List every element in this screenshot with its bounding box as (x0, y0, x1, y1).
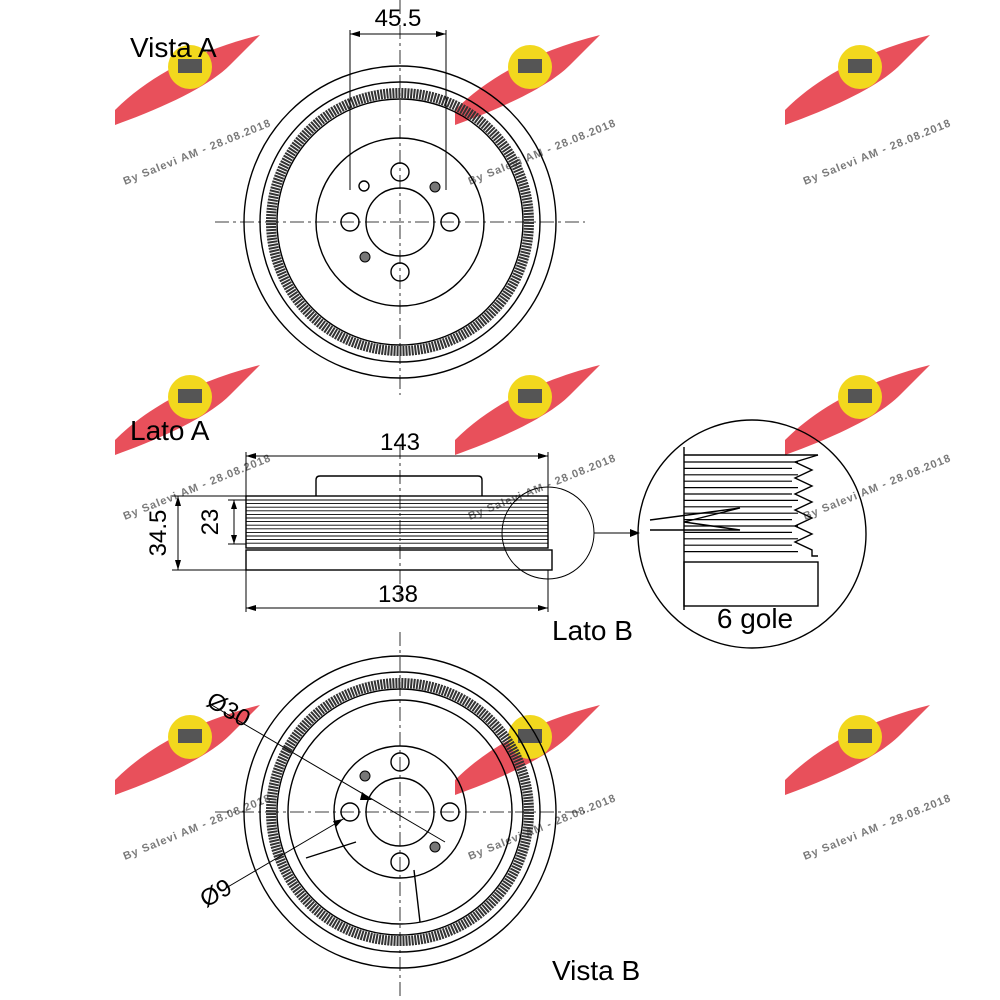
watermark-text: By Salevi AM - 28.08.2018 (802, 117, 953, 188)
watermark-logo (115, 35, 260, 125)
outer-width-dimension: 143 (380, 429, 420, 456)
belt-ribs (246, 499, 548, 544)
watermark-logo (785, 35, 930, 125)
total-height-dimension: 34.5 (145, 510, 172, 557)
groove-height-dimension: 23 (197, 509, 224, 536)
lato-b-label: Lato B (552, 615, 633, 646)
watermark-logo (455, 365, 600, 455)
groove-detail-view: 6 gole (637, 419, 867, 649)
watermark-text: By Salevi AM - 28.08.2018 (802, 452, 953, 523)
vista-b-label: Vista B (552, 955, 640, 986)
front-view-a: 45.5 Vista A (130, 0, 585, 395)
watermark-logo (115, 365, 260, 455)
hole-diameter-dimension: Ø9 (196, 874, 237, 913)
base-width-dimension: 138 (378, 581, 418, 608)
watermark-text: By Salevi AM - 28.08.2018 (467, 792, 618, 863)
tooth-profile (793, 454, 819, 557)
watermark-logo (455, 35, 600, 125)
watermark-logo (115, 705, 260, 795)
watermark-logo (785, 705, 930, 795)
watermark-logo (785, 365, 930, 455)
watermark-logo (455, 705, 600, 795)
watermark-text: By Salevi AM - 28.08.2018 (122, 792, 273, 863)
bolt-spacing-dimension: 45.5 (375, 5, 422, 32)
groove-profile-lines (684, 454, 819, 557)
side-view: 143 138 34.5 23 Lato A Lato B (130, 415, 640, 646)
vista-a-label: Vista A (130, 32, 217, 63)
watermark-text: By Salevi AM - 28.08.2018 (802, 792, 953, 863)
lato-a-label: Lato A (130, 415, 210, 446)
grooves-count: 6 gole (717, 603, 793, 634)
